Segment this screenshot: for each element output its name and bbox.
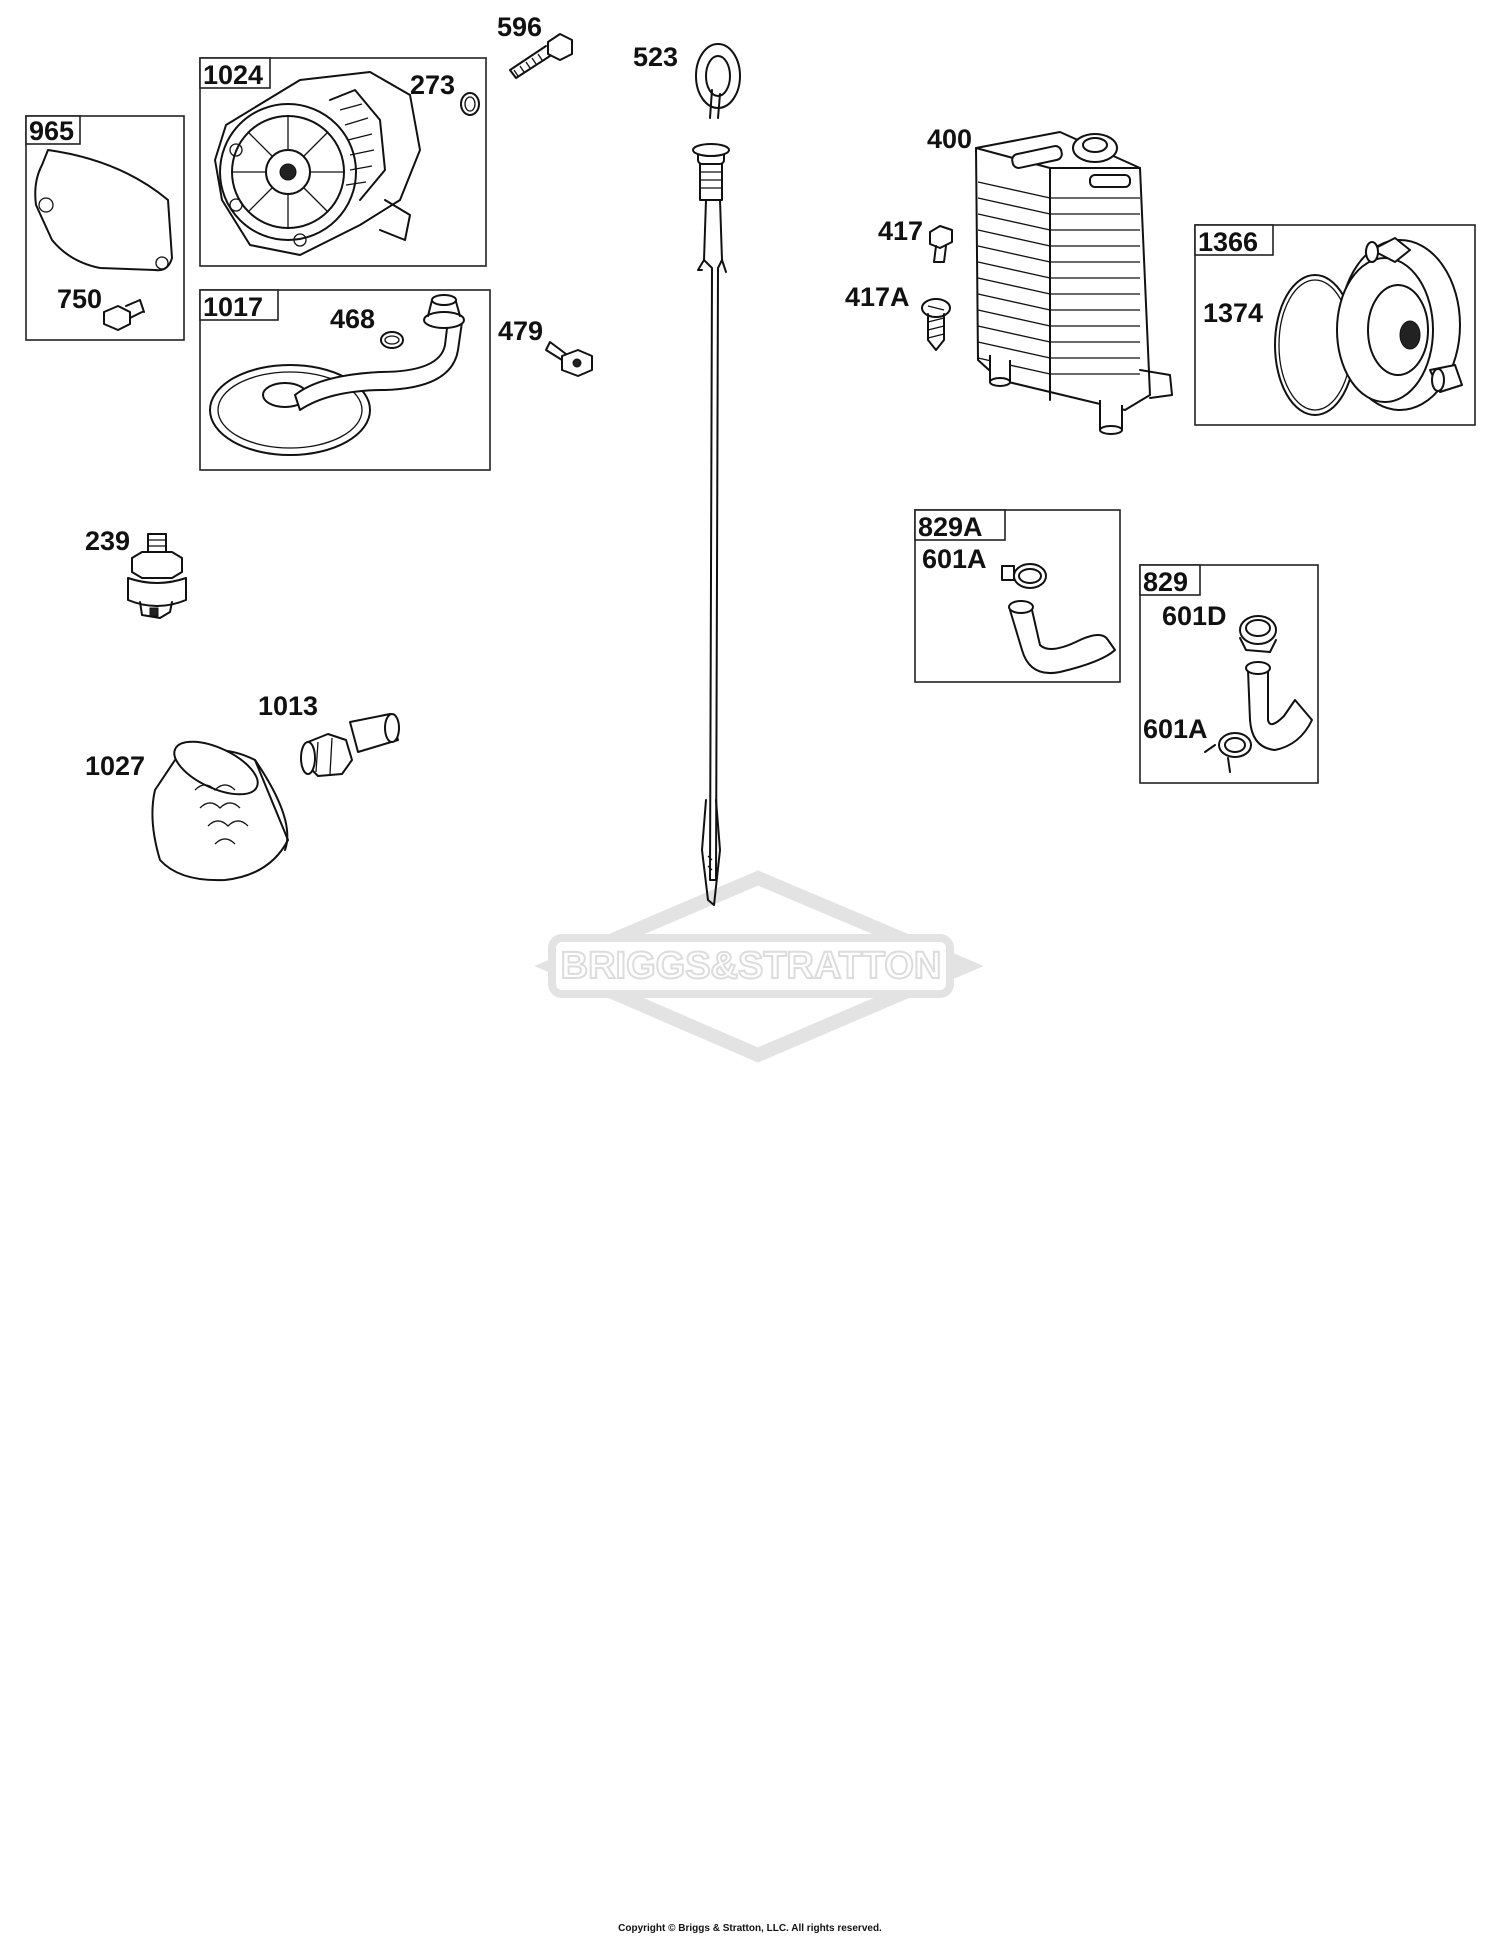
tag-1024: [199, 57, 271, 89]
oil-pickup-1017: [209, 294, 465, 456]
dipstick-523: [692, 43, 741, 906]
tag-829a: [914, 509, 1006, 541]
tag-965: [25, 115, 81, 145]
clamp-601d: [1239, 615, 1277, 653]
brand-watermark: BRIGGS&STRATTON: [534, 870, 984, 1063]
label-1024: 1024: [203, 60, 263, 90]
label-273: 273: [410, 70, 455, 100]
label-601a-2: 601A: [1143, 714, 1208, 744]
label-1017: 1017: [203, 292, 263, 322]
gasket-965: [34, 149, 173, 272]
label-601a-1: 601A: [922, 544, 987, 574]
box-1017: [199, 289, 491, 471]
label-417a: 417A: [845, 282, 910, 312]
hose-829a: [1009, 604, 1116, 674]
box-829a: [914, 509, 1121, 683]
bolt-750: [103, 299, 145, 331]
label-1013: 1013: [258, 691, 318, 721]
box-829: [1139, 564, 1319, 784]
box-965: [25, 115, 185, 341]
clamp-601a-1: [1001, 563, 1047, 589]
bolt-596: [509, 33, 573, 79]
oil-cooler-400: [975, 131, 1173, 435]
copyright-text: Copyright © Briggs & Stratton, LLC. All …: [618, 1923, 882, 1934]
box-1366: [1194, 224, 1476, 426]
oring-468: [380, 331, 404, 349]
label-417: 417: [878, 216, 923, 246]
label-829a: 829A: [918, 512, 983, 542]
label-965: 965: [29, 116, 74, 146]
oil-filter-1027: [151, 740, 289, 882]
filter-adapter-1366: [1336, 237, 1463, 411]
clamp-601a-2: [1204, 732, 1252, 773]
watermark-text: BRIGGS&STRATTON: [561, 945, 942, 987]
hose-829: [1247, 663, 1313, 751]
label-479: 479: [498, 316, 543, 346]
label-1374: 1374: [1203, 298, 1263, 328]
tag-829: [1139, 564, 1201, 596]
label-468: 468: [330, 304, 375, 334]
label-1027: 1027: [85, 751, 145, 781]
tag-1366: [1194, 224, 1274, 256]
screw-417a: [921, 298, 951, 351]
filter-adapter-1013: [300, 713, 400, 777]
screw-417: [929, 225, 953, 263]
label-750: 750: [57, 284, 102, 314]
label-400: 400: [927, 124, 972, 154]
oil-pump-1024: [214, 71, 421, 256]
screw-479: [545, 341, 593, 377]
pressure-switch-239: [127, 533, 187, 619]
label-523: 523: [633, 42, 678, 72]
tag-1017: [199, 289, 279, 321]
label-596: 596: [497, 12, 542, 42]
box-1024: [199, 57, 487, 267]
label-1366: 1366: [1198, 227, 1258, 257]
label-829: 829: [1143, 567, 1188, 597]
label-601d: 601D: [1162, 601, 1227, 631]
label-239: 239: [85, 526, 130, 556]
oring-273: [460, 92, 480, 116]
